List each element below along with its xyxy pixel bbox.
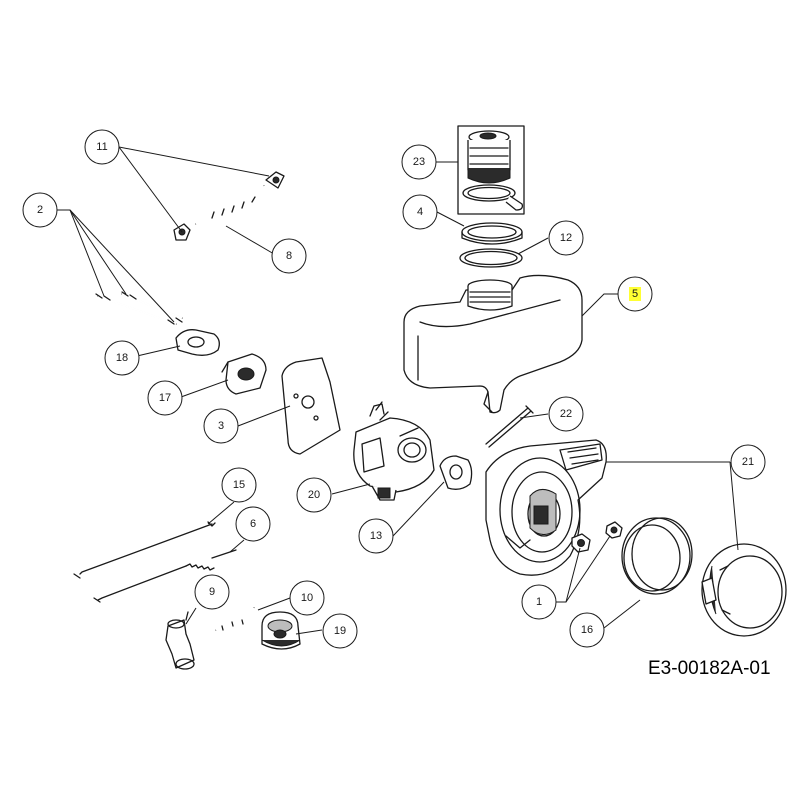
callout-5-highlight (629, 287, 641, 301)
callout-9-label: 9 (209, 586, 215, 598)
callout-21[interactable]: 21 (730, 444, 766, 480)
intake-gasket-drawing (175, 329, 220, 356)
callout-3[interactable]: 3 (203, 408, 239, 444)
callout-12-label: 12 (560, 232, 572, 244)
callout-11-label: 11 (96, 141, 107, 153)
heat-shield-plate-drawing (281, 357, 341, 455)
callout-4[interactable]: 4 (402, 194, 438, 230)
callout-22-label: 22 (560, 408, 572, 420)
elbow-fitting-drawing (165, 611, 195, 670)
callout-2[interactable]: 2 (22, 192, 58, 228)
callout-6[interactable]: 6 (235, 506, 271, 542)
nut-drawing (571, 521, 623, 553)
callout-19[interactable]: 19 (322, 613, 358, 649)
stud-bolts-drawing (95, 291, 183, 325)
callout-22[interactable]: 22 (548, 396, 584, 432)
callout-13-label: 13 (370, 530, 382, 542)
callout-8[interactable]: 8 (271, 238, 307, 274)
ring-screen-drawing (621, 517, 693, 595)
callout-4-label: 4 (417, 206, 423, 218)
carburetor-gasket-drawing (439, 455, 473, 490)
callout-13[interactable]: 13 (358, 518, 394, 554)
callout-3-label: 3 (218, 420, 224, 432)
callout-19-label: 19 (334, 625, 346, 637)
leader-lines (57, 146, 739, 635)
diagram-reference-code: E3-00182A-01 (648, 658, 771, 679)
callout-16-label: 16 (581, 624, 593, 636)
callout-12[interactable]: 12 (548, 220, 584, 256)
callout-17[interactable]: 17 (147, 380, 183, 416)
fuel-cap-ring-drawing (461, 222, 523, 245)
callout-1[interactable]: 1 (521, 584, 557, 620)
callout-10-label: 10 (301, 592, 313, 604)
callout-5-label: 5 (632, 288, 638, 300)
primer-bulb-drawing (261, 611, 301, 650)
callout-2-label: 2 (37, 204, 43, 216)
screen-cover-drawing (701, 543, 787, 637)
callout-6-label: 6 (250, 518, 256, 530)
callout-11[interactable]: 11 (84, 129, 120, 165)
callout-23[interactable]: 23 (401, 144, 437, 180)
callout-15-label: 15 (233, 479, 245, 491)
carburetor-drawing (353, 401, 435, 501)
callout-23-label: 23 (413, 156, 425, 168)
callout-18[interactable]: 18 (104, 340, 140, 376)
fuel-tank-drawing (403, 274, 583, 414)
callout-10[interactable]: 10 (289, 580, 325, 616)
throttle-rod-drawing (73, 521, 216, 579)
callout-18-label: 18 (116, 352, 128, 364)
tank-seal-ring-drawing (459, 248, 523, 268)
hose-clamp-drawing (173, 171, 285, 241)
callout-15[interactable]: 15 (221, 467, 257, 503)
callout-21-label: 21 (742, 456, 754, 468)
callout-5[interactable]: 5 (617, 276, 653, 312)
callout-9[interactable]: 9 (194, 574, 230, 610)
callout-17-label: 17 (159, 392, 171, 404)
callout-8-label: 8 (286, 250, 292, 262)
callout-20-label: 20 (308, 489, 320, 501)
callout-1-label: 1 (536, 596, 542, 608)
choke-rod-drawing (93, 549, 237, 603)
vent-hose-drawing (214, 607, 256, 632)
fuel-hose-drawing (194, 185, 268, 228)
fuel-cap-assembly-drawing (457, 125, 525, 215)
intake-spacer-drawing (221, 353, 267, 395)
blower-housing-drawing (485, 439, 607, 576)
callout-20[interactable]: 20 (296, 477, 332, 513)
callout-16[interactable]: 16 (569, 612, 605, 648)
